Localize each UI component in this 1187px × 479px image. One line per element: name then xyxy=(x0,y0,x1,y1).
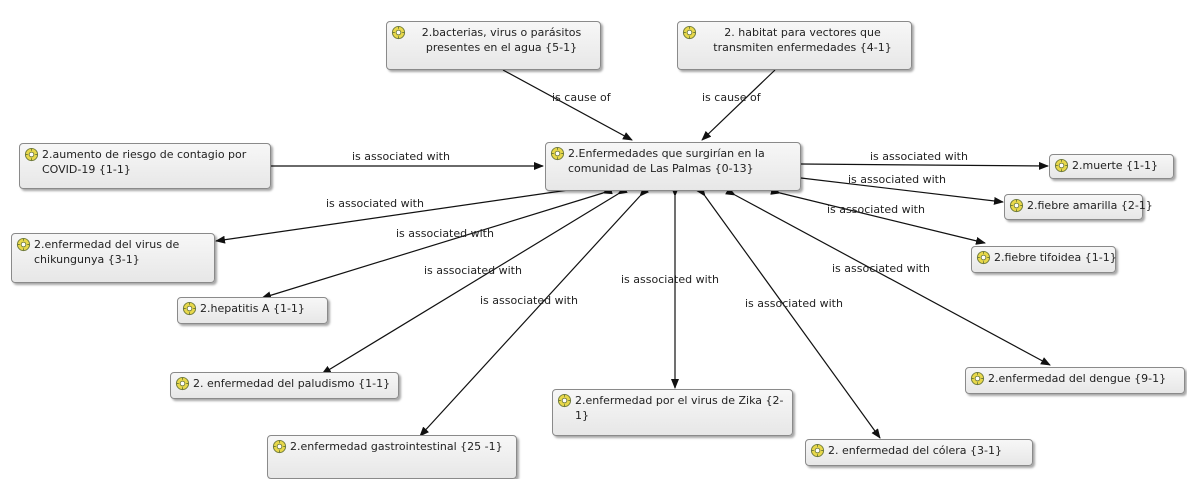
network-node-icon xyxy=(550,146,565,161)
node-label: 2.fiebre tifoidea {1-1} xyxy=(994,251,1117,264)
edge-center-hepatitis xyxy=(261,186,613,300)
network-node-icon xyxy=(24,147,39,162)
edge-label-tifoidea: is associated with xyxy=(827,203,925,216)
network-node-icon xyxy=(557,393,572,408)
edge-label-muerte: is associated with xyxy=(870,150,968,163)
edge-label-dengue: is associated with xyxy=(832,262,930,275)
node-label: 2. enfermedad del cólera {3-1} xyxy=(828,444,1003,457)
edge-label-amarilla: is associated with xyxy=(848,173,946,186)
network-node-icon xyxy=(976,250,991,265)
node-zika[interactable]: 2.enfermedad por el virus de Zika {2-1} xyxy=(552,389,793,436)
node-fiebre-tifoidea[interactable]: 2.fiebre tifoidea {1-1} xyxy=(971,246,1117,273)
node-gastrointestinal[interactable]: 2.enfermedad gastrointestinal {25 -1} xyxy=(267,435,517,479)
edge-label-hepatitis: is associated with xyxy=(396,227,494,240)
node-center[interactable]: 2.Enfermedades que surgirían en la comun… xyxy=(545,142,801,191)
node-label: 2.bacterias, virus o parásitos presentes… xyxy=(421,26,582,54)
node-label: 2.aumento de riesgo de contagio por COVI… xyxy=(42,148,247,176)
node-label: 2.enfermedad por el virus de Zika {2-1} xyxy=(575,394,784,422)
edge-center-paludismo xyxy=(321,185,628,375)
edge-label-habitat: is cause of xyxy=(702,91,761,104)
node-habitat[interactable]: 2. habitat para vectores que transmiten … xyxy=(677,21,912,70)
node-paludismo[interactable]: 2. enfermedad del paludismo {1-1} xyxy=(170,372,399,399)
network-node-icon xyxy=(1009,198,1024,213)
node-label: 2.fiebre amarilla {2-1} xyxy=(1027,199,1153,212)
node-hepatitis[interactable]: 2.hepatitis A {1-1} xyxy=(177,297,328,324)
edge-center-gastro xyxy=(419,186,650,437)
node-fiebre-amarilla[interactable]: 2.fiebre amarilla {2-1} xyxy=(1004,194,1153,220)
node-chikungunya[interactable]: 2.enfermedad del virus de chikungunya {3… xyxy=(11,233,215,283)
edge-center-muerte xyxy=(791,159,1049,170)
node-dengue[interactable]: 2.enfermedad del dengue {9-1} xyxy=(965,367,1185,394)
edge-bacterias-center xyxy=(502,69,633,141)
network-node-icon xyxy=(272,439,287,454)
node-label: 2.hepatitis A {1-1} xyxy=(200,302,305,315)
network-node-icon xyxy=(1054,158,1069,173)
edge-label-bacterias: is cause of xyxy=(552,91,611,104)
node-label: 2. enfermedad del paludismo {1-1} xyxy=(193,377,391,390)
edge-label-colera: is associated with xyxy=(745,297,843,310)
edge-label-covid: is associated with xyxy=(352,150,450,163)
edge-center-colera xyxy=(696,186,881,439)
node-bacterias[interactable]: 2.bacterias, virus o parásitos presentes… xyxy=(386,21,601,70)
edge-label-paludismo: is associated with xyxy=(424,264,522,277)
node-muerte[interactable]: 2.muerte {1-1} xyxy=(1049,154,1174,179)
edge-label-zika: is associated with xyxy=(621,273,719,286)
network-node-icon xyxy=(810,443,825,458)
node-colera[interactable]: 2. enfermedad del cólera {3-1} xyxy=(805,439,1033,466)
edge-label-chikungunya: is associated with xyxy=(326,197,424,210)
edge-label-gastro: is associated with xyxy=(480,294,578,307)
network-node-icon xyxy=(970,371,985,386)
node-label: 2.muerte {1-1} xyxy=(1072,159,1159,172)
node-label: 2.enfermedad del virus de chikungunya {3… xyxy=(34,238,180,266)
node-label: 2.enfermedad gastrointestinal {25 -1} xyxy=(290,440,503,453)
node-covid[interactable]: 2.aumento de riesgo de contagio por COVI… xyxy=(19,143,271,189)
node-label: 2.Enfermedades que surgirían en la comun… xyxy=(568,147,765,175)
edge-habitat-center xyxy=(701,69,776,141)
network-node-icon xyxy=(175,376,190,391)
node-label: 2.enfermedad del dengue {9-1} xyxy=(988,372,1167,385)
network-node-icon xyxy=(391,25,406,40)
node-label: 2. habitat para vectores que transmiten … xyxy=(713,26,892,54)
network-node-icon xyxy=(16,237,31,252)
network-node-icon xyxy=(182,301,197,316)
network-node-icon xyxy=(682,25,697,40)
